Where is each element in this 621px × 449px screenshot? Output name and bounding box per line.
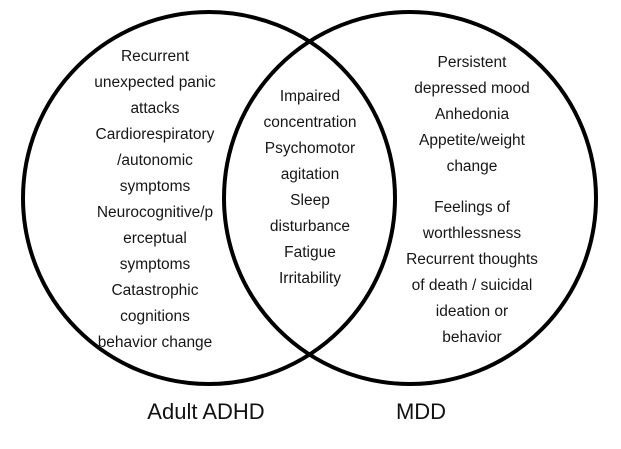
- venn-text-line: Sleep: [290, 192, 330, 209]
- venn-text-line: disturbance: [269, 218, 351, 235]
- venn-text-line: attacks: [130, 100, 180, 117]
- venn-text-line: of death / suicidal: [411, 277, 533, 294]
- venn-text-line: Persistent: [437, 54, 507, 71]
- mdd-circle-label: MDD: [395, 399, 447, 424]
- venn-text-line: Fatigue: [284, 244, 336, 261]
- venn-text-line: Feelings of: [434, 199, 510, 216]
- venn-text-line: concentration: [263, 114, 357, 131]
- venn-text-line: behavior change: [97, 334, 213, 351]
- venn-text-line: behavior: [442, 329, 502, 346]
- mdd-circle-outline: [222, 10, 598, 386]
- venn-text-line: Impaired: [279, 88, 341, 105]
- venn-text-line: symptoms: [119, 178, 191, 195]
- venn-text-line: Recurrent: [120, 48, 190, 65]
- venn-text-line: Neurocognitive/p: [96, 204, 214, 221]
- venn-text-line: Irritability: [278, 270, 341, 287]
- venn-text-line: ideation or: [435, 303, 509, 320]
- venn-text-line: Anhedonia: [434, 106, 510, 123]
- venn-text-line: Cardiorespiratory: [95, 126, 215, 143]
- venn-text-line: unexpected panic: [94, 74, 216, 91]
- venn-text-line: Recurrent thoughts: [406, 251, 538, 268]
- adhd-circle-label: Adult ADHD: [147, 399, 265, 424]
- venn-text-line: worthlessness: [422, 225, 522, 242]
- venn-text-line: /autonomic: [117, 152, 193, 169]
- venn-text-line: cognitions: [120, 308, 190, 325]
- venn-text-line: Appetite/weight: [419, 132, 525, 149]
- venn-text-line: Catastrophic: [111, 282, 199, 299]
- venn-text-line: symptoms: [119, 256, 191, 273]
- venn-text-line: [377, 180, 567, 195]
- venn-text-line: depressed mood: [414, 80, 530, 97]
- venn-text-line: Psychomotor: [264, 140, 356, 157]
- venn-text-line: change: [446, 158, 498, 175]
- venn-text-line: agitation: [280, 166, 340, 183]
- venn-text-line: erceptual: [123, 230, 187, 247]
